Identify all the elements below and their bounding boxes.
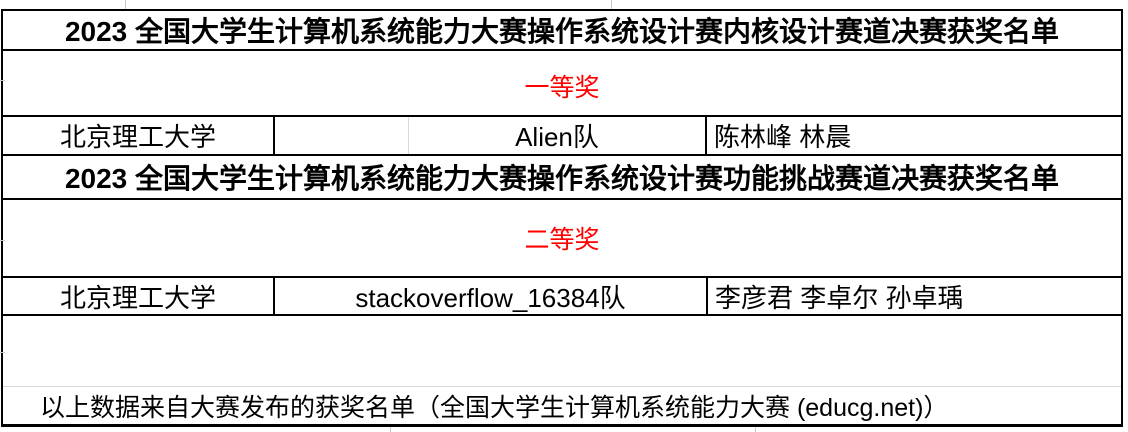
gridline-stub [125,0,126,9]
table-row: 北京理工大学 stackoverflow_16384队 李彦君 李卓尔 孙卓瑀 [3,278,1121,316]
prize-label: 二等奖 [524,226,600,254]
cell-team[interactable]: stackoverflow_16384队 [275,278,708,314]
prize-label: 一等奖 [524,74,600,102]
gridline-stub [755,427,756,432]
cell-team[interactable]: Alien队 [409,117,707,154]
team-name: Alien队 [515,122,599,152]
team-name: stackoverflow_16384队 [355,282,626,313]
award-table: 2023 全国大学生计算机系统能力大赛操作系统设计赛内核设计赛道决赛获奖名单 一… [1,9,1123,427]
gridline-stub [0,240,5,241]
header-title-text: 2023 全国大学生计算机系统能力大赛操作系统设计赛内核设计赛道决赛获奖名单 [64,16,1060,47]
cell-members[interactable]: 陈林峰 林晨 [707,117,1121,154]
school-name: 北京理工大学 [59,122,216,152]
table-header-kernel-track[interactable]: 2023 全国大学生计算机系统能力大赛操作系统设计赛内核设计赛道决赛获奖名单 [3,11,1121,51]
cell-school[interactable]: 北京理工大学 [3,278,275,314]
member-names: 李彦君 李卓尔 孙卓瑀 [715,282,964,313]
prize-row-first-prize[interactable]: 一等奖 [3,51,1121,117]
gridline-stub [390,427,391,432]
table-header-challenge-track[interactable]: 2023 全国大学生计算机系统能力大赛操作系统设计赛功能挑战赛道决赛获奖名单 [3,156,1121,200]
gridline-stub [611,0,612,9]
gridline-stub [0,80,5,81]
member-names: 陈林峰 林晨 [714,122,852,152]
source-note-text: 以上数据来自大赛发布的获奖名单（全国大学生计算机系统能力大赛 (educg.ne… [40,393,949,422]
cell-school[interactable]: 北京理工大学 [3,117,275,154]
cell-empty[interactable] [275,117,409,154]
header-title-text: 2023 全国大学生计算机系统能力大赛操作系统设计赛功能挑战赛道决赛获奖名单 [64,163,1060,194]
empty-row[interactable] [3,316,1121,387]
cell-members[interactable]: 李彦君 李卓尔 孙卓瑀 [708,278,1121,314]
source-note-row[interactable]: 以上数据来自大赛发布的获奖名单（全国大学生计算机系统能力大赛 (educg.ne… [3,387,1121,424]
prize-row-second-prize[interactable]: 二等奖 [3,200,1121,278]
school-name: 北京理工大学 [59,282,216,313]
table-row: 北京理工大学 Alien队 陈林峰 林晨 [3,117,1121,156]
gridline-stub [0,352,5,353]
